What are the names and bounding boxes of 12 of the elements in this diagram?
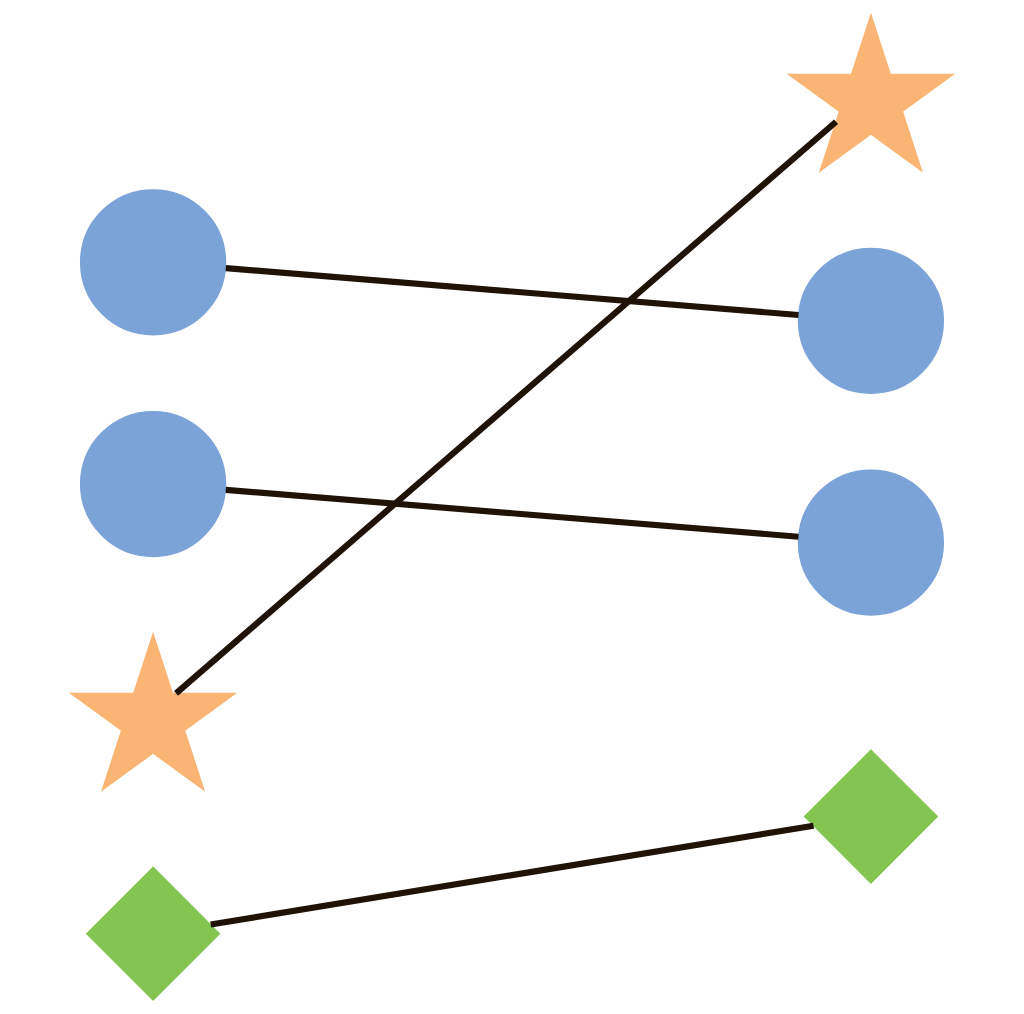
node-diamond	[85, 865, 221, 1001]
connector	[174, 118, 839, 696]
connector	[225, 264, 799, 318]
node-circle	[797, 468, 945, 616]
connector	[225, 486, 799, 540]
node-diamond	[803, 748, 939, 884]
node-circle	[79, 410, 227, 557]
node-star	[786, 12, 956, 173]
node-circle	[79, 188, 227, 335]
node-circle	[797, 247, 945, 394]
connector	[210, 822, 815, 927]
node-star	[68, 631, 238, 792]
